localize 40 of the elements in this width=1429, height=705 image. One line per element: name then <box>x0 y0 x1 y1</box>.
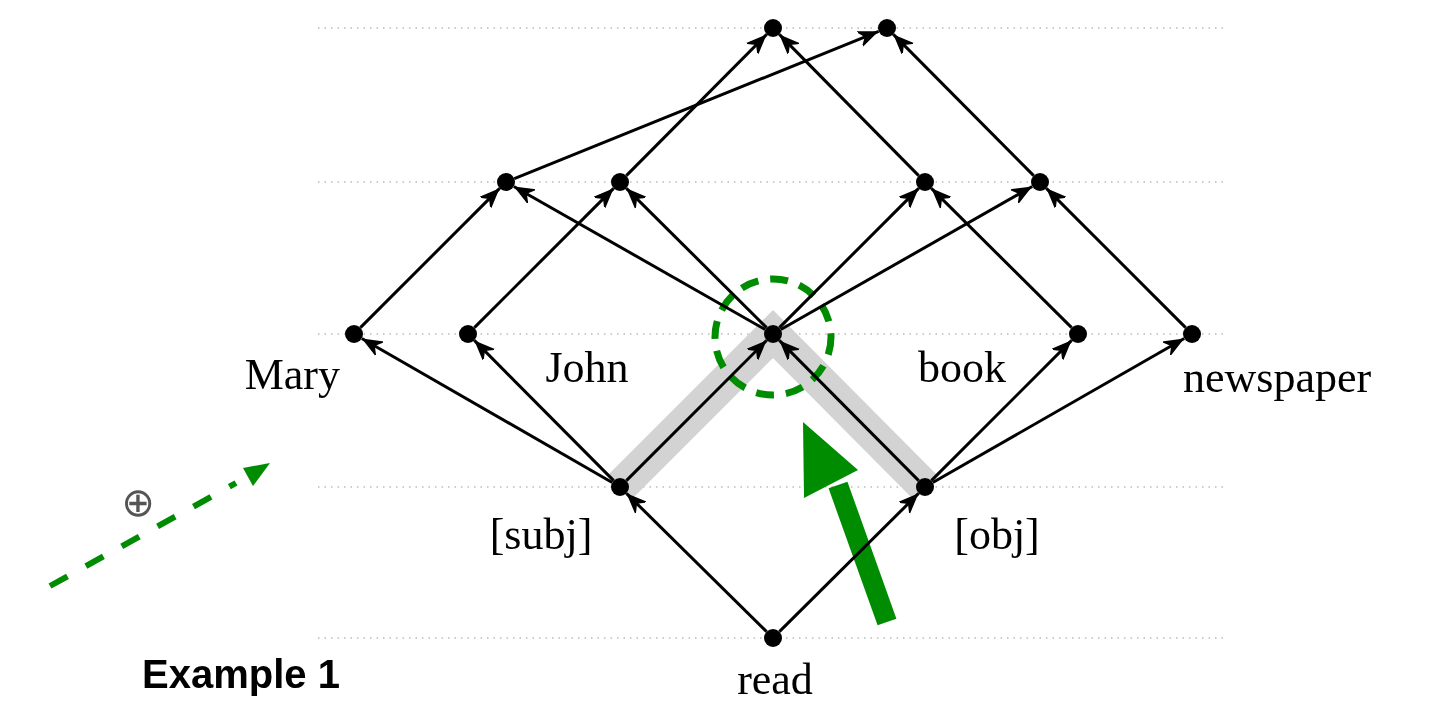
arrow <box>625 187 768 329</box>
circled-plus-symbol: ⊕ <box>121 482 155 522</box>
arrow <box>513 29 880 181</box>
word-label: book <box>918 346 1006 390</box>
arrow <box>359 187 501 329</box>
node-dot <box>764 19 782 37</box>
arrow <box>892 33 1035 177</box>
arrow <box>1045 187 1187 329</box>
arrow <box>932 337 1185 484</box>
example-title: Example 1 <box>142 652 340 696</box>
node-dot <box>1183 325 1201 343</box>
arrow <box>780 185 1033 331</box>
node-dot <box>611 173 629 191</box>
word-label: [obj] <box>954 513 1040 557</box>
arrow <box>930 339 1073 482</box>
arrow <box>361 337 613 484</box>
node-dot <box>1069 325 1087 343</box>
node-dot <box>878 19 896 37</box>
node-dot <box>345 325 363 343</box>
arrow <box>625 339 768 482</box>
word-label: newspaper <box>1183 356 1372 400</box>
arrow <box>625 492 768 633</box>
word-label: read <box>737 658 813 702</box>
arrow <box>778 33 920 177</box>
node-dot <box>764 629 782 647</box>
arrow <box>513 185 766 331</box>
arrow <box>473 339 615 482</box>
arrow <box>473 187 615 329</box>
word-label: John <box>545 346 629 390</box>
arrow <box>625 33 768 177</box>
arrow <box>778 339 920 482</box>
node-dot <box>1031 173 1049 191</box>
word-label: [subj] <box>489 513 593 557</box>
arrow <box>778 187 920 329</box>
arrow <box>778 492 920 633</box>
arrow <box>930 187 1073 329</box>
word-label: Mary <box>244 353 340 397</box>
node-dot <box>497 173 515 191</box>
node-dot <box>916 173 934 191</box>
node-dot <box>459 325 477 343</box>
